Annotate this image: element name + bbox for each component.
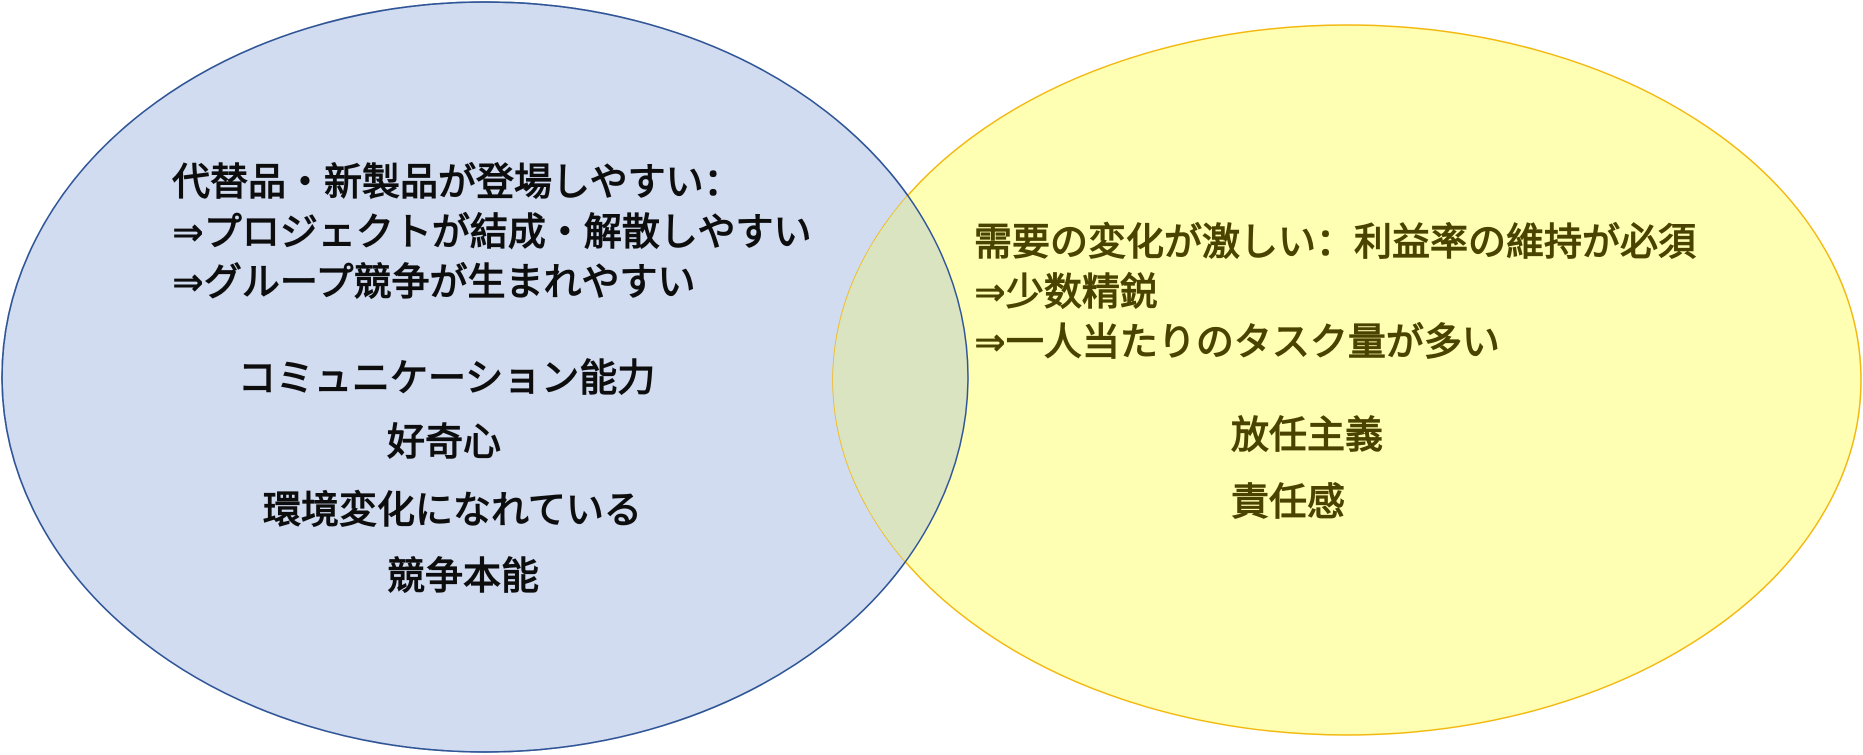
left-trait-curiosity: 好奇心	[387, 420, 502, 464]
right-header-line-2: ⇒少数精鋭	[974, 270, 1158, 314]
left-ellipse-outline	[1, 1, 969, 753]
right-trait-responsibility: 責任感	[1231, 480, 1346, 524]
left-header-line-2: ⇒プロジェクトが結成・解散しやすい	[172, 210, 812, 254]
right-header-line-3: ⇒一人当たりのタスク量が多い	[974, 320, 1500, 364]
right-trait-laissez-faire: 放任主義	[1231, 413, 1384, 457]
right-ellipse	[832, 24, 1862, 736]
left-header-line-3: ⇒グループ競争が生まれやすい	[172, 260, 696, 304]
left-trait-competitiveness: 競争本能	[387, 554, 540, 598]
left-trait-adaptability: 環境変化になれている	[263, 488, 642, 532]
right-header-line-1: 需要の変化が激しい：利益率の維持が必須	[974, 220, 1697, 264]
left-trait-communication: コミュニケーション能力	[238, 356, 656, 400]
left-header-line-1: 代替品・新製品が登場しやすい：	[172, 160, 742, 204]
